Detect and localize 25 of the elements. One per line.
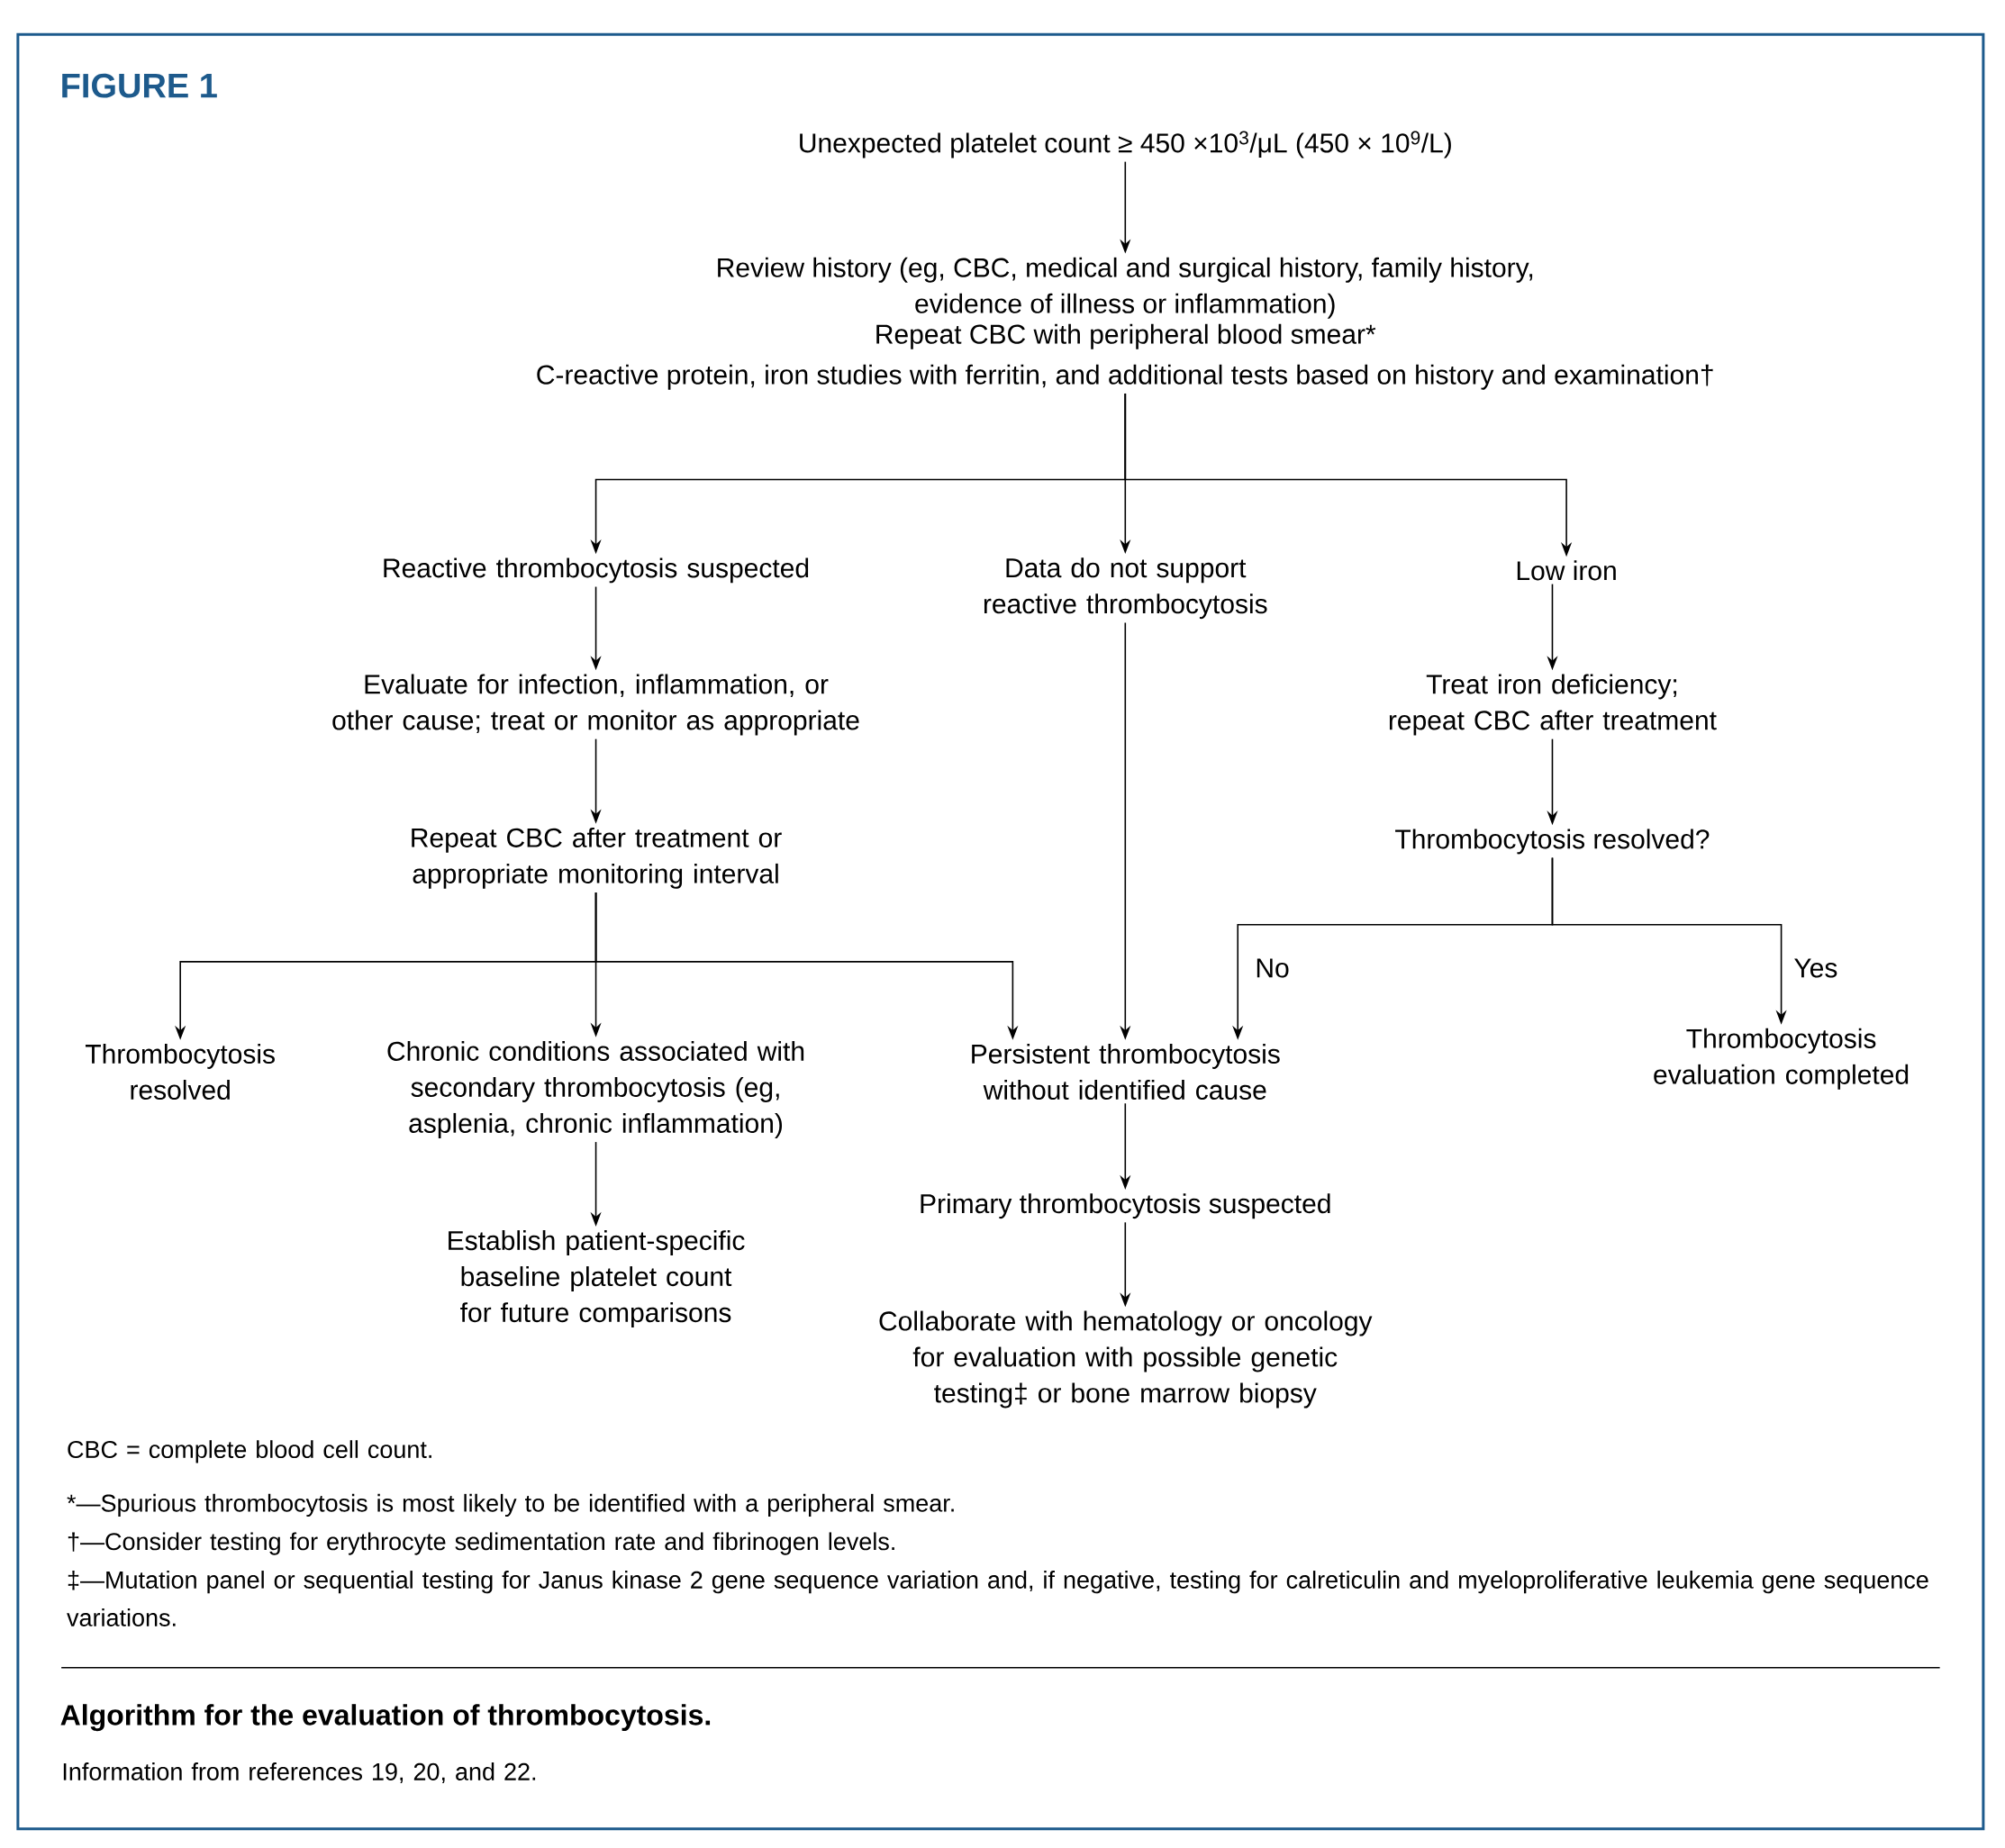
step-text: Thrombocytosis resolved? [1395, 829, 1710, 855]
step-text: Repeat CBC after treatment or appropriate monitoring interval [412, 827, 782, 889]
footnote: CBC = complete blood cell count. [68, 1440, 431, 1463]
edge-label: No [1253, 956, 1292, 980]
footnote: *—Spurious thrombocytosis is most likely to be identified with a peripheral smear. [67, 1493, 954, 1517]
footnote: †—Consider testing for erythrocyte sedimentation rate and fibrinogen levels. [68, 1532, 894, 1555]
step-text: Low iron [1517, 560, 1616, 581]
footnote: ‡—Mutation panel or sequential testing for Janus kinase 2 gene sequence variation and, if negative, testing for calreticulin and myeloproliferative leukemia gene sequence variations. [67, 1571, 1928, 1626]
step-text: Establish patient-specific baseline platelet count for future comparisons [449, 1230, 745, 1328]
step-text: Collaborate with hematology or oncology for evaluation with possible genetic testing‡ or bone marrow biopsy [879, 1310, 1373, 1409]
step-text: Review history (eg, CBC, medical and surgical history, family history, evidence of illness or inflammation) Repeat CBC with peripheral blood smear* C-reactive protein, iron studies with ferritin, and additional tests based on history and examination† [537, 257, 1713, 390]
step-text: Thrombocytosis resolved [86, 1044, 275, 1101]
step-text: Primary thrombocytosis suspected [921, 1193, 1330, 1219]
step-text: Treat iron deficiency; repeat CBC after treatment [1389, 674, 1717, 736]
footnote: Information from references 19, 20, and 22. [63, 1762, 536, 1784]
step-text: Thrombocytosis evaluation completed [1654, 1028, 1909, 1090]
step-text: Chronic conditions associated with secondary thrombocytosis (eg, asplenia, chronic inflammation) [387, 1040, 804, 1138]
figure-title: FIGURE 1 [62, 73, 217, 98]
step-text: Data do not support reactive thrombocytosis [984, 557, 1267, 620]
step-text: Persistent thrombocytosis without identified cause [972, 1044, 1280, 1101]
step-text: Reactive thrombocytosis suspected [384, 557, 809, 584]
caption: Algorithm for the evaluation of thrombocytosis. [60, 1704, 711, 1732]
edge-label: Yes [1792, 956, 1840, 980]
step-text: Evaluate for infection, inflammation, or other cause; treat or monitor as appropriate [332, 674, 859, 736]
step-text: Unexpected platelet count ≥ 450 ×10$^{3}$/μL (450 × 10$^{9}$/L) [800, 131, 1451, 159]
